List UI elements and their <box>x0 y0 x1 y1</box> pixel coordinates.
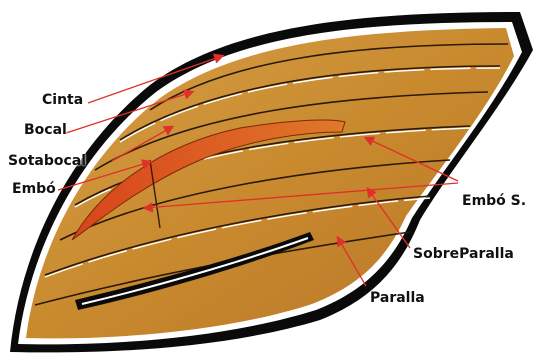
label-bocal: Bocal <box>24 122 67 138</box>
label-embo-s: Embó S. <box>462 193 526 209</box>
label-sotabocal: Sotabocal <box>8 153 86 169</box>
label-embo: Embó <box>12 181 56 197</box>
label-cinta: Cinta <box>42 92 83 108</box>
label-sobreparalla: SobreParalla <box>413 246 514 262</box>
label-paralla: Paralla <box>370 290 425 306</box>
